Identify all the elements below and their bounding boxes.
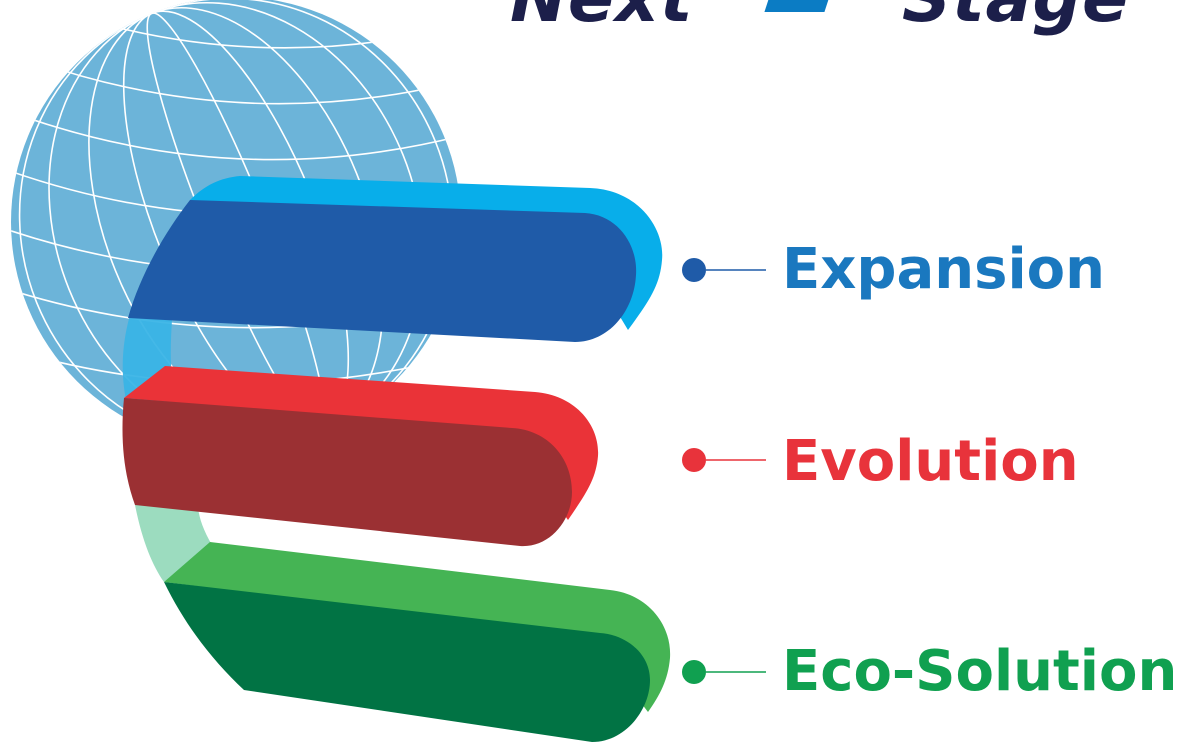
expansion-label: Expansion	[782, 237, 1105, 302]
evolution-label: Evolution	[782, 429, 1079, 494]
eco-solutions-marker	[682, 660, 766, 684]
logo-text-left: Next	[510, 0, 693, 33]
expansion-marker	[682, 258, 766, 282]
eco-solutions-bar	[164, 542, 671, 742]
eco-solutions-label: Eco-Solutions	[782, 639, 1180, 704]
evolution-bar	[122, 366, 599, 547]
e-spine-lower	[135, 505, 212, 582]
evolution-marker	[682, 448, 766, 472]
expansion-bar	[128, 176, 663, 342]
logo-text-right: Stage	[902, 0, 1129, 33]
